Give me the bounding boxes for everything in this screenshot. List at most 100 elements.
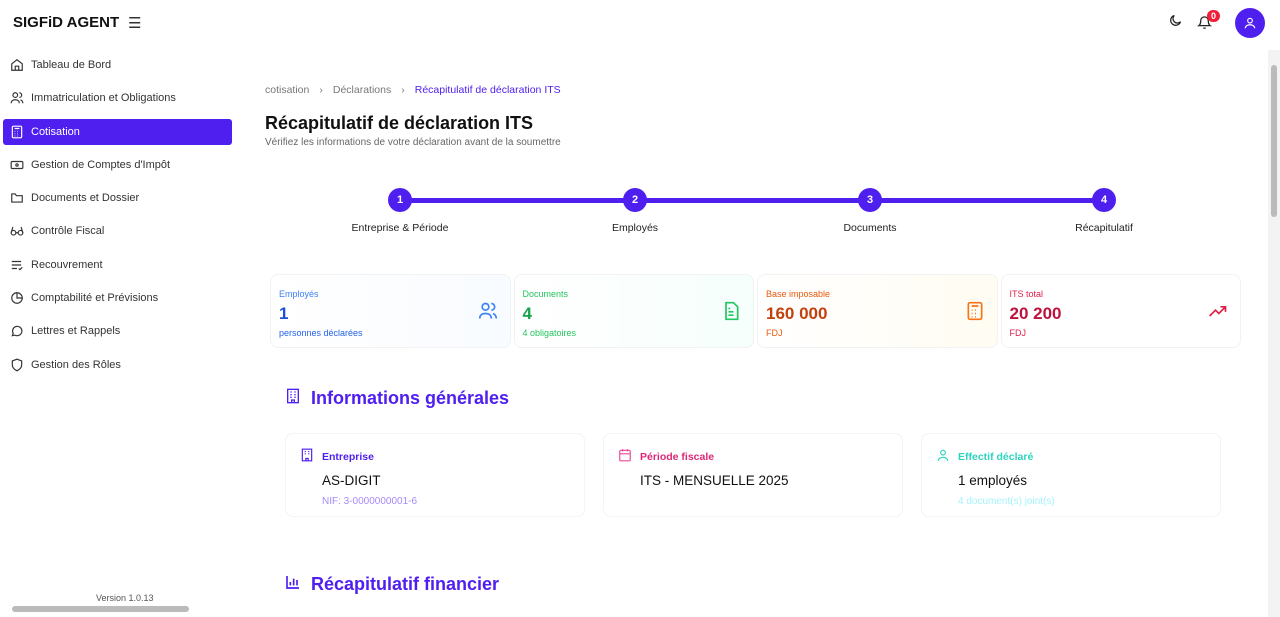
page-title: Récapitulatif de déclaration ITS	[265, 113, 534, 133]
sidebar-item-label: Immatriculation et Obligations	[31, 92, 176, 105]
stat-card-base-imposable: Base imposable 160 000 FDJ	[757, 274, 998, 348]
stat-subtitle: FDJ	[1009, 328, 1027, 338]
breadcrumb-cotisation[interactable]: cotisation	[265, 84, 310, 96]
calendar-icon	[618, 448, 632, 465]
stat-title: ITS total	[1009, 289, 1044, 299]
step-number: 3	[858, 188, 882, 212]
vertical-scrollbar[interactable]	[1268, 50, 1280, 617]
home-icon	[10, 58, 24, 72]
users-icon	[478, 301, 498, 326]
section-recapitulatif-financier: Récapitulatif financier	[285, 574, 499, 595]
sidebar-item-tableau-de-bord[interactable]: Tableau de Bord	[3, 52, 232, 78]
building-icon	[285, 387, 301, 410]
topbar-actions: 0	[1168, 8, 1265, 38]
sidebar-item-controle-fiscal[interactable]: Contrôle Fiscal	[3, 218, 232, 244]
stats-cards: Employés 1 personnes déclarées Documents…	[270, 274, 1241, 348]
info-label: Période fiscale	[640, 450, 715, 463]
stat-subtitle: FDJ	[766, 328, 783, 338]
calculator-icon	[965, 301, 985, 326]
sidebar-item-label: Tableau de Bord	[31, 59, 112, 71]
stat-value: 160 000	[766, 304, 828, 323]
user-avatar[interactable]	[1235, 8, 1265, 38]
info-cards: Entreprise AS-DIGIT NIF: 3-0000000001-6 …	[285, 433, 1221, 517]
sidebar-item-label: Gestion des Rôles	[31, 358, 121, 371]
sidebar-item-documents[interactable]: Documents et Dossier	[3, 185, 232, 211]
section-informations-generales: Informations générales	[285, 387, 509, 410]
stat-subtitle: personnes déclarées	[279, 328, 363, 338]
bar-chart-icon	[285, 574, 301, 595]
page-subtitle: Vérifiez les informations de votre décla…	[265, 137, 561, 148]
info-value: AS-DIGIT	[322, 473, 381, 488]
users-icon	[10, 91, 24, 105]
info-note: NIF: 3-0000000001-6	[322, 496, 418, 507]
dark-mode-toggle-icon[interactable]	[1168, 13, 1183, 33]
stat-title: Employés	[279, 289, 319, 299]
info-card-entreprise: Entreprise AS-DIGIT NIF: 3-0000000001-6	[285, 433, 585, 517]
stat-subtitle: 4 obligatoires	[522, 328, 577, 338]
sidebar: SIGFiD AGENT ☰ Tableau de Bord Immatricu…	[0, 0, 240, 617]
shield-icon	[10, 358, 24, 372]
version-label: Version 1.0.13	[96, 593, 154, 603]
step-number: 4	[1092, 188, 1116, 212]
sidebar-item-recouvrement[interactable]: Recouvrement	[3, 252, 232, 278]
sidebar-item-label: Comptabilité et Prévisions	[31, 292, 159, 305]
glasses-icon	[10, 224, 24, 238]
banknote-icon	[10, 158, 24, 172]
stat-value: 1	[279, 304, 289, 323]
step-number: 2	[623, 188, 647, 212]
info-value: ITS - MENSUELLE 2025	[640, 473, 789, 488]
file-icon	[721, 301, 741, 326]
sidebar-nav: Tableau de Bord Immatriculation et Oblig…	[3, 52, 232, 385]
trending-up-icon	[1208, 301, 1228, 326]
breadcrumb-separator: ›	[319, 84, 323, 96]
stat-value: 4	[522, 304, 532, 323]
stat-card-employes: Employés 1 personnes déclarées	[270, 274, 511, 348]
user-icon	[936, 448, 950, 465]
notification-count-badge: 0	[1207, 10, 1221, 22]
list-check-icon	[10, 258, 24, 272]
notifications-button[interactable]: 0	[1196, 10, 1221, 35]
step-label: Documents	[843, 222, 897, 234]
sidebar-item-label: Lettres et Rappels	[31, 325, 121, 338]
sidebar-item-label: Contrôle Fiscal	[31, 225, 105, 238]
info-value: 1 employés	[958, 473, 1028, 488]
message-icon	[10, 324, 24, 338]
stat-card-its-total: ITS total 20 200 FDJ	[1000, 274, 1241, 348]
stepper-progress-line	[400, 198, 1104, 203]
breadcrumb-separator: ›	[401, 84, 405, 96]
info-note: 4 document(s) joint(s)	[958, 496, 1055, 507]
sidebar-item-label: Gestion de Comptes d'Impôt	[31, 158, 171, 171]
info-card-effectif: Effectif déclaré 1 employés 4 document(s…	[921, 433, 1221, 517]
breadcrumb-current: Récapitulatif de déclaration ITS	[414, 84, 561, 96]
breadcrumb: cotisation › Déclarations › Récapitulatif …	[265, 84, 561, 96]
section-title: Récapitulatif financier	[311, 574, 500, 594]
sidebar-item-label: Recouvrement	[31, 258, 103, 271]
step-number: 1	[388, 188, 412, 212]
sidebar-item-roles[interactable]: Gestion des Rôles	[3, 352, 232, 378]
step-label: Récapitulatif	[1075, 222, 1133, 234]
calculator-icon	[10, 125, 24, 139]
sidebar-item-immatriculation[interactable]: Immatriculation et Obligations	[3, 85, 232, 111]
menu-toggle-icon[interactable]: ☰	[128, 15, 142, 32]
sidebar-item-lettres[interactable]: Lettres et Rappels	[3, 318, 232, 344]
info-card-periode: Période fiscale ITS - MENSUELLE 2025	[603, 433, 903, 517]
sidebar-item-comptabilite[interactable]: Comptabilité et Prévisions	[3, 285, 232, 311]
folder-icon	[10, 191, 24, 205]
horizontal-scrollbar[interactable]	[0, 604, 240, 614]
step-label: Entreprise & Période	[351, 222, 449, 234]
sidebar-item-cotisation[interactable]: Cotisation	[3, 118, 232, 145]
info-label: Entreprise	[322, 450, 374, 463]
brand-logo: SIGFiD AGENT	[13, 14, 120, 31]
pie-chart-icon	[10, 291, 24, 305]
sidebar-item-label: Documents et Dossier	[31, 192, 140, 205]
info-label: Effectif déclaré	[958, 450, 1034, 463]
step-label: Employés	[611, 222, 659, 234]
breadcrumb-declarations[interactable]: Déclarations	[332, 84, 392, 96]
sidebar-item-label: Cotisation	[31, 125, 80, 138]
sidebar-item-comptes-impot[interactable]: Gestion de Comptes d'Impôt	[3, 152, 232, 178]
